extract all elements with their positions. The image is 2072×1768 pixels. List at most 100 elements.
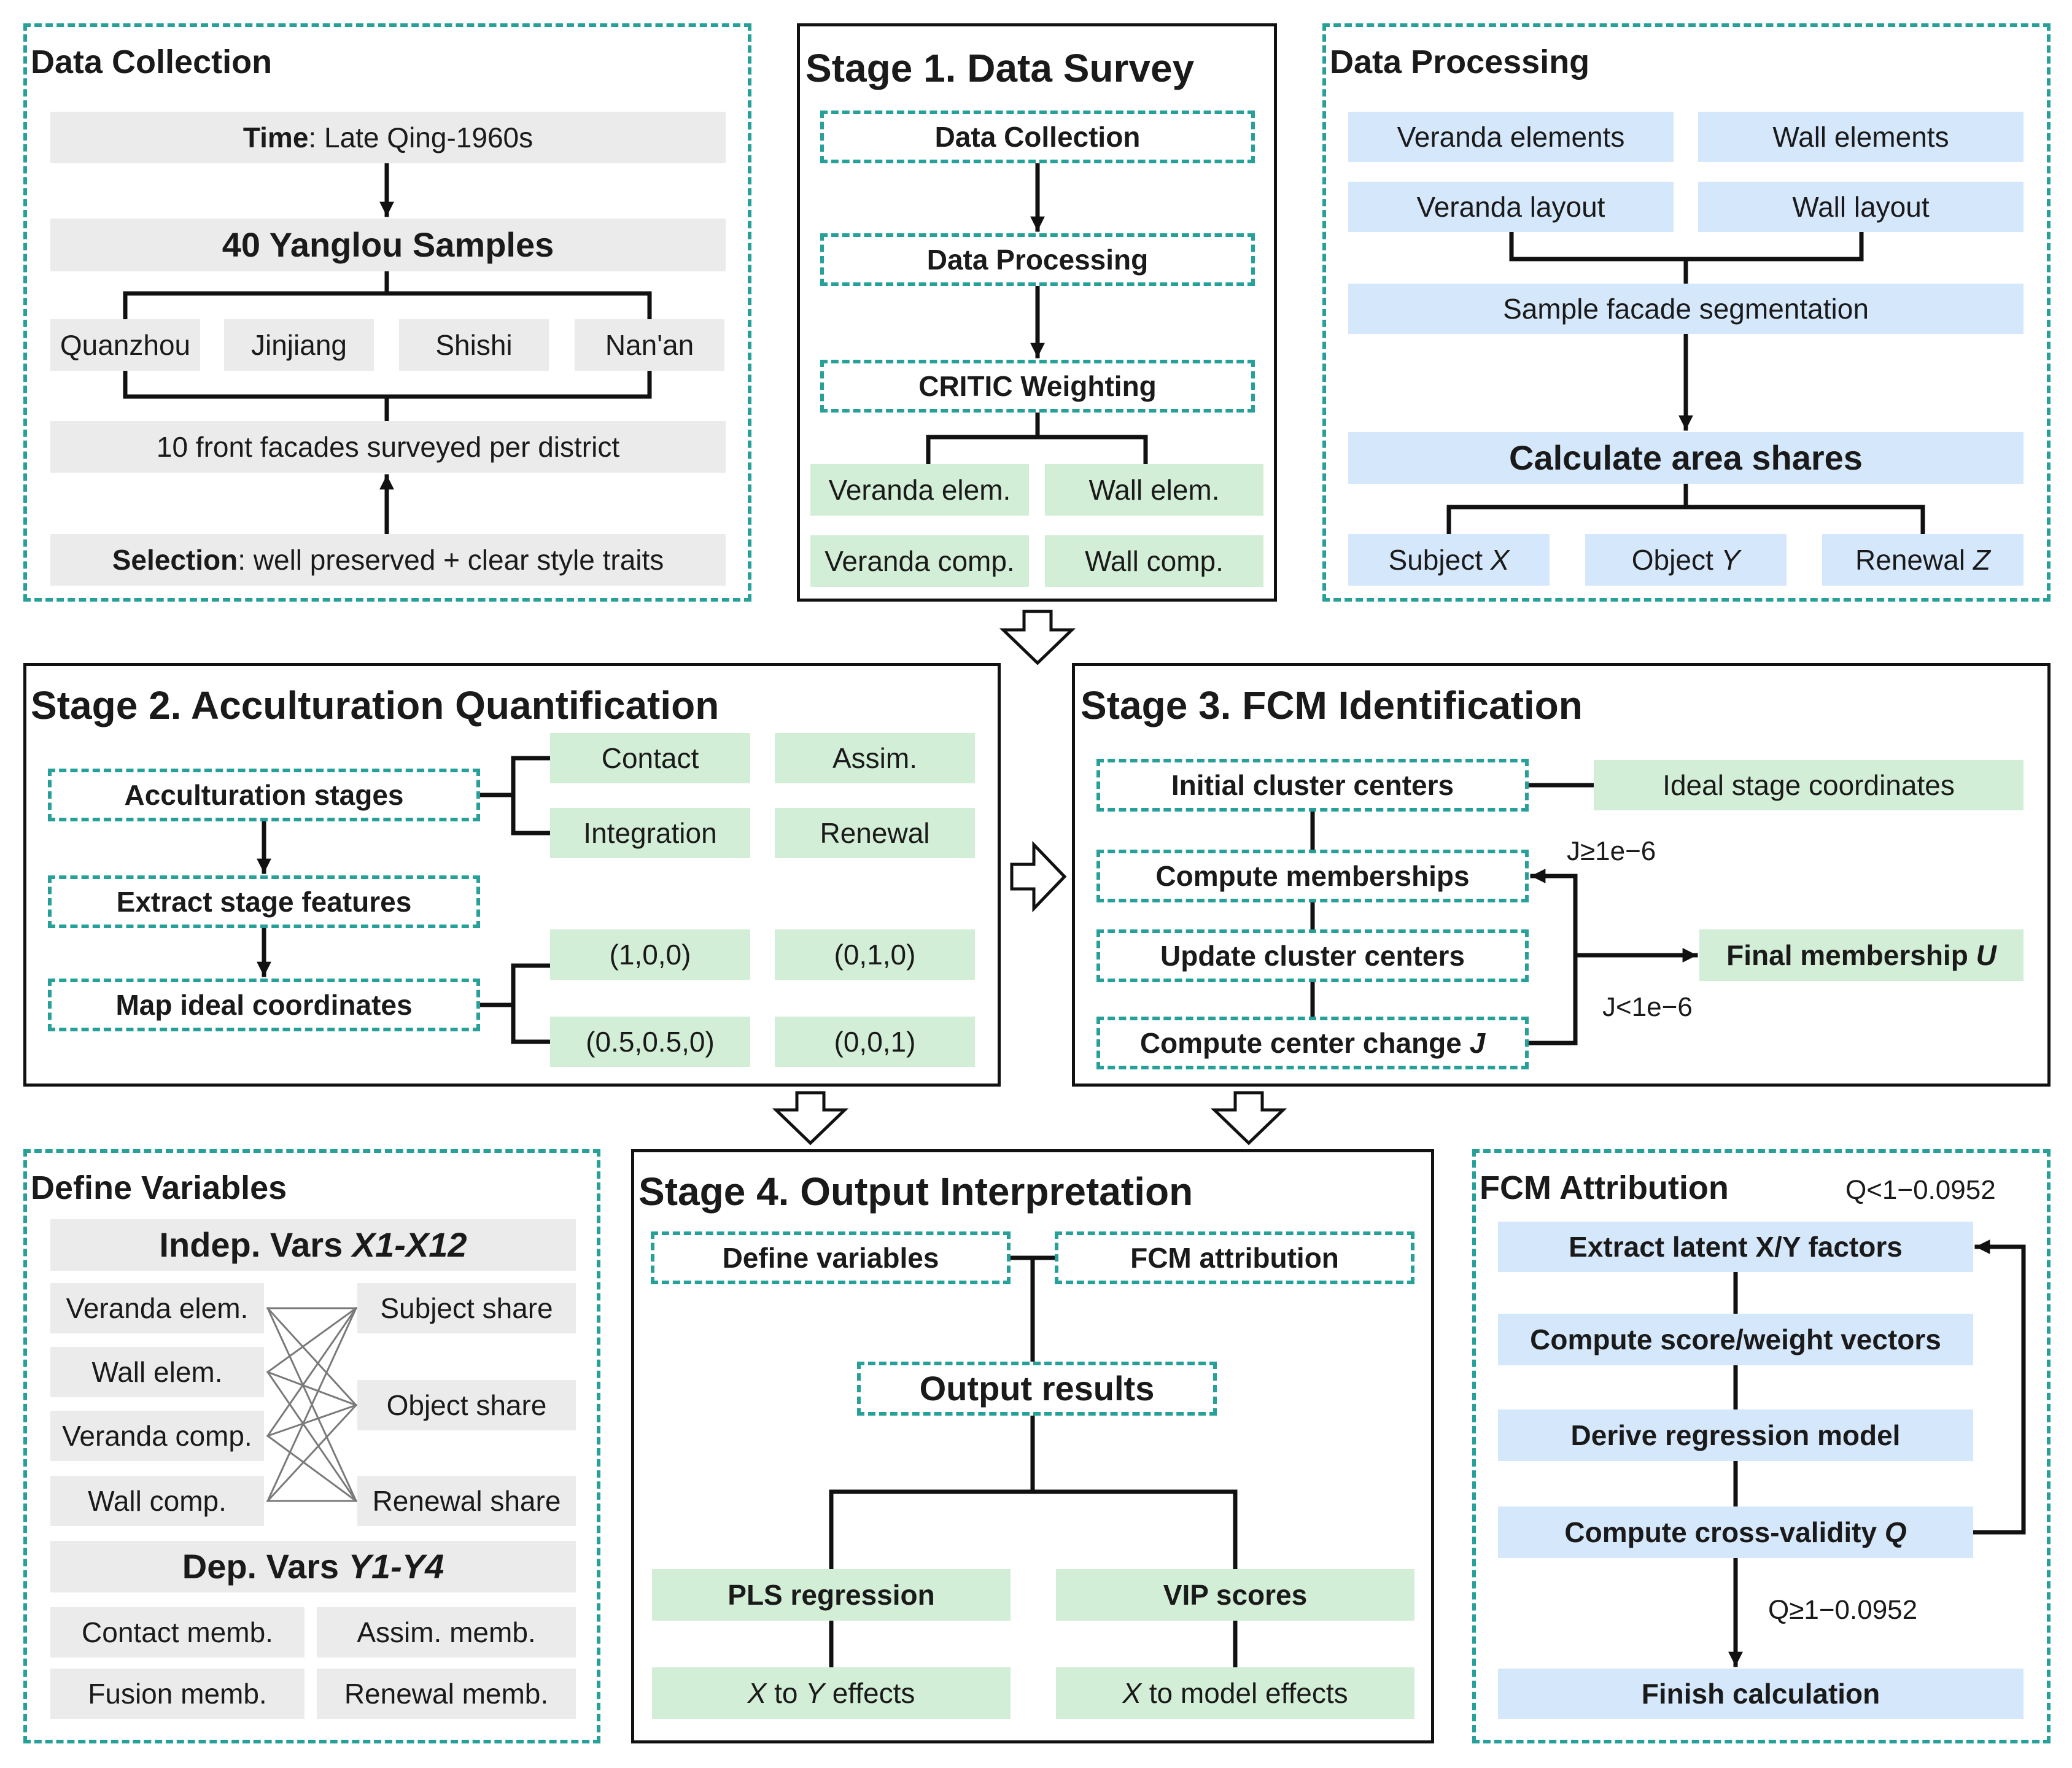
- district-nanan: Nan'an: [575, 319, 724, 371]
- subject-label: Subject: [1388, 544, 1491, 576]
- stage1-title: Stage 1. Data Survey: [805, 46, 1195, 90]
- pls-regression-box: PLS regression: [652, 1569, 1011, 1621]
- data-processing-panel: [1322, 23, 2051, 602]
- stage1-data-collection: Data Collection: [820, 110, 1255, 163]
- wall-elements-box: Wall elements: [1698, 112, 2023, 162]
- finish-calculation-box: Finish calculation: [1498, 1669, 2023, 1719]
- effect2-x: X: [1122, 1677, 1141, 1709]
- var-subject-share: Subject share: [357, 1283, 576, 1333]
- indep-vars-box: Indep. Vars X1-X12: [50, 1219, 576, 1271]
- stage1-wall-elem: Wall elem.: [1045, 464, 1263, 516]
- score-weight-box: Compute score/weight vectors: [1498, 1314, 1973, 1365]
- dep-vars-box: Dep. Vars Y1-Y4: [50, 1541, 576, 1592]
- subject-var: X: [1490, 544, 1510, 576]
- acculturation-stages-box: Acculturation stages: [48, 769, 480, 821]
- ideal-coordinates-box: Ideal stage coordinates: [1594, 760, 2023, 810]
- dep-vars-label: Dep. Vars: [182, 1547, 349, 1586]
- output-results-box: Output results: [857, 1362, 1217, 1416]
- var-assim-memb: Assim. memb.: [317, 1607, 576, 1658]
- vip-scores-box: VIP scores: [1056, 1569, 1414, 1621]
- fcm-exit-condition: Q≥1−0.0952: [1768, 1595, 1918, 1625]
- fcm-attribution-panel: [1472, 1149, 2051, 1743]
- effect1-y: Y: [805, 1677, 825, 1709]
- stage4-panel: [631, 1149, 1434, 1743]
- effect2-suffix: to model effects: [1141, 1677, 1348, 1709]
- center-change-label: Compute center change: [1139, 1027, 1470, 1059]
- var-wall-comp: Wall comp.: [50, 1476, 264, 1526]
- effect1-suffix: effects: [824, 1677, 915, 1709]
- regression-model-box: Derive regression model: [1498, 1409, 1973, 1461]
- stage-assim: Assim.: [775, 733, 975, 783]
- stage4-title: Stage 4. Output Interpretation: [638, 1169, 1193, 1214]
- stage1-panel: [797, 23, 1277, 602]
- stage3-loop-condition: J≥1e−6: [1567, 836, 1656, 866]
- stage1-veranda-comp: Veranda comp.: [810, 535, 1029, 587]
- coord-contact: (1,0,0): [550, 929, 750, 980]
- stage4-fcm-attribution: FCM attribution: [1055, 1231, 1414, 1284]
- cross-validity-box: Compute cross-validity Q: [1498, 1506, 1973, 1558]
- stage1-veranda-elem: Veranda elem.: [810, 464, 1029, 516]
- renewal-var: Z: [1973, 544, 1990, 576]
- xy-effects-box: X to Y effects: [652, 1667, 1011, 1719]
- indep-vars-range: X1-X12: [352, 1225, 467, 1264]
- renewal-label: Renewal: [1855, 544, 1973, 576]
- final-membership-label: Final membership: [1726, 939, 1976, 971]
- map-coordinates-box: Map ideal coordinates: [48, 979, 480, 1031]
- veranda-elements-box: Veranda elements: [1348, 112, 1674, 162]
- define-variables-title: Define Variables: [31, 1169, 287, 1206]
- var-contact-memb: Contact memb.: [50, 1607, 305, 1658]
- var-veranda-comp: Veranda comp.: [50, 1411, 264, 1461]
- var-renewal-memb: Renewal memb.: [317, 1669, 576, 1719]
- indep-vars-label: Indep. Vars: [159, 1225, 352, 1264]
- cross-validity-var: Q: [1884, 1516, 1907, 1548]
- effect1-x: X: [747, 1677, 767, 1709]
- stage-contact: Contact: [550, 733, 750, 783]
- object-var: Y: [1721, 544, 1740, 576]
- stage1-data-processing: Data Processing: [820, 233, 1255, 286]
- define-variables-panel: [23, 1149, 600, 1743]
- subject-x-box: Subject X: [1348, 534, 1550, 586]
- var-renewal-share: Renewal share: [357, 1476, 576, 1526]
- effect1-mid: to: [766, 1677, 806, 1709]
- stage2-panel: [23, 663, 1001, 1087]
- final-membership-var: U: [1976, 939, 1996, 971]
- segmentation-box: Sample facade segmentation: [1348, 284, 2023, 334]
- selection-label: Selection: [112, 544, 238, 576]
- var-object-share: Object share: [357, 1380, 576, 1430]
- arrow-stage2-to-stage4: [772, 1091, 849, 1146]
- var-wall-elem: Wall elem.: [50, 1347, 264, 1397]
- center-change-var: J: [1469, 1027, 1486, 1059]
- data-collection-panel: [23, 23, 751, 602]
- stage1-critic-weighting: CRITIC Weighting: [820, 360, 1255, 413]
- stage4-define-variables: Define variables: [651, 1231, 1011, 1284]
- object-label: Object: [1631, 544, 1721, 576]
- district-shishi: Shishi: [399, 319, 549, 371]
- veranda-layout-box: Veranda layout: [1348, 182, 1674, 232]
- time-label: Time: [243, 122, 309, 153]
- cross-validity-label: Compute cross-validity: [1564, 1516, 1885, 1548]
- stage1-wall-comp: Wall comp.: [1045, 535, 1263, 587]
- object-y-box: Object Y: [1585, 534, 1787, 586]
- stage-renewal: Renewal: [775, 808, 975, 858]
- stage3-title: Stage 3. FCM Identification: [1081, 683, 1583, 727]
- center-change-box: Compute center change J: [1096, 1017, 1529, 1069]
- facades-box: 10 front facades surveyed per district: [50, 421, 726, 473]
- x-model-effects-box: X to model effects: [1056, 1667, 1414, 1719]
- arrow-stage1-to-stages23: [999, 610, 1076, 665]
- extract-features-box: Extract stage features: [48, 875, 480, 928]
- var-veranda-elem: Veranda elem.: [50, 1283, 264, 1333]
- renewal-z-box: Renewal Z: [1822, 534, 2023, 586]
- time-box: Time: Late Qing-1960s: [50, 112, 726, 163]
- time-value: : Late Qing-1960s: [308, 122, 534, 153]
- data-processing-title: Data Processing: [1330, 44, 1590, 80]
- district-jinjiang: Jinjiang: [224, 319, 374, 371]
- district-quanzhou: Quanzhou: [50, 319, 200, 371]
- dep-vars-range: Y1-Y4: [348, 1547, 444, 1586]
- stage-integration: Integration: [550, 808, 750, 858]
- extract-latent-box: Extract latent X/Y factors: [1498, 1222, 1973, 1272]
- data-collection-title: Data Collection: [31, 44, 273, 80]
- fcm-attribution-title: FCM Attribution: [1480, 1169, 1729, 1206]
- var-fusion-memb: Fusion memb.: [50, 1669, 305, 1719]
- samples-box: 40 Yanglou Samples: [50, 219, 726, 271]
